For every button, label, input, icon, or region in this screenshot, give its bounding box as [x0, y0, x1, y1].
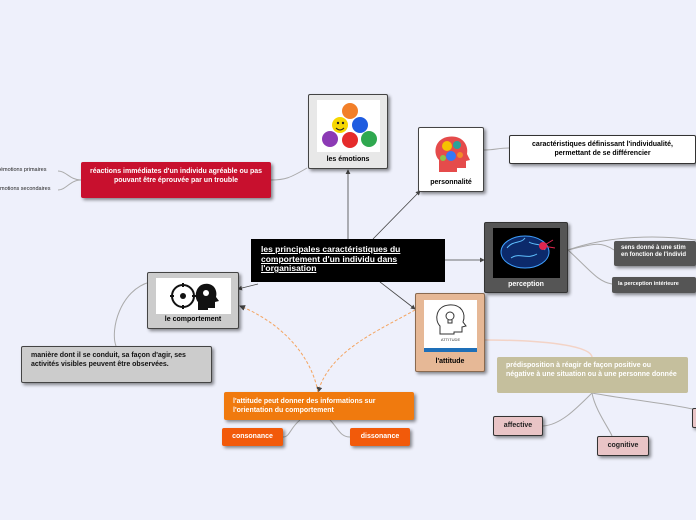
emotions-node[interactable]: les émotions [308, 94, 388, 169]
attitude-image-caption: ATTITUDE [440, 337, 461, 342]
brain-icon [493, 228, 560, 278]
central-topic[interactable]: les principales caractéristiques du comp… [251, 239, 445, 282]
behaviour-description[interactable]: manière dont il se conduit, sa façon d'a… [21, 346, 212, 383]
perception-note-internal[interactable]: la perception intérieure [612, 277, 696, 293]
edge-perception-1 [567, 243, 615, 251]
emotions-label: les émotions [326, 156, 370, 163]
perception-note-stimulus[interactable]: sens donné à une stim en fonction de l'i… [614, 241, 696, 266]
relation-attitude-orientation [316, 309, 416, 393]
edge-attitude [379, 281, 416, 310]
head-gears-icon [156, 278, 231, 314]
consonance-box[interactable]: consonance [222, 428, 283, 446]
edge-consonance [282, 419, 301, 438]
attitude-lightbulb-head-icon: ATTITUDE [424, 300, 477, 352]
edge-perception-3 [567, 236, 696, 251]
orientation-note[interactable]: l'attitude peut donner des informations … [224, 392, 414, 420]
perception-label: perception [508, 281, 544, 288]
edge-third [591, 392, 696, 411]
emotions-description[interactable]: réactions immédiates d'un individu agréa… [81, 162, 271, 198]
relation-orientation-behaviour [239, 305, 319, 393]
attitude-definition[interactable]: prédisposition à réagir de façon positiv… [497, 357, 688, 393]
edge-personality-desc [483, 147, 510, 151]
edge-cognitive [591, 392, 613, 437]
behaviour-node[interactable]: le comportement [147, 272, 239, 329]
secondary-emotions-label[interactable]: motions secondaires [0, 186, 51, 192]
primary-emotions-label[interactable]: émotions primaires [0, 167, 47, 173]
attitude-component-affective[interactable]: affective [493, 416, 543, 436]
edge-primary [57, 170, 82, 181]
edge-emotions-desc [270, 167, 308, 181]
personality-description[interactable]: caractéristiques définissant l'individua… [509, 135, 696, 164]
attitude-node[interactable]: ATTITUDE l'attitude [415, 293, 485, 372]
edge-personality [372, 190, 421, 240]
edge-behaviour-desc [113, 281, 151, 347]
attitude-component-third[interactable] [692, 408, 696, 428]
edge-dissonance [329, 419, 351, 438]
personality-label: personnalité [430, 179, 472, 186]
edge-affective [542, 392, 593, 427]
dissonance-box[interactable]: dissonance [350, 428, 410, 446]
attitude-component-cognitive[interactable]: cognitive [597, 436, 649, 456]
edge-secondary [57, 179, 82, 191]
edge-attitude-def [484, 339, 593, 358]
personality-node[interactable]: personnalité [418, 127, 484, 192]
perception-node[interactable]: perception [484, 222, 568, 293]
edge-perception-2 [567, 249, 613, 285]
behaviour-label: le comportement [164, 316, 222, 323]
emotion-balls-icon [317, 100, 380, 152]
edge-behaviour [237, 283, 259, 291]
colorful-head-icon [429, 132, 474, 176]
attitude-label: l'attitude [435, 358, 465, 365]
